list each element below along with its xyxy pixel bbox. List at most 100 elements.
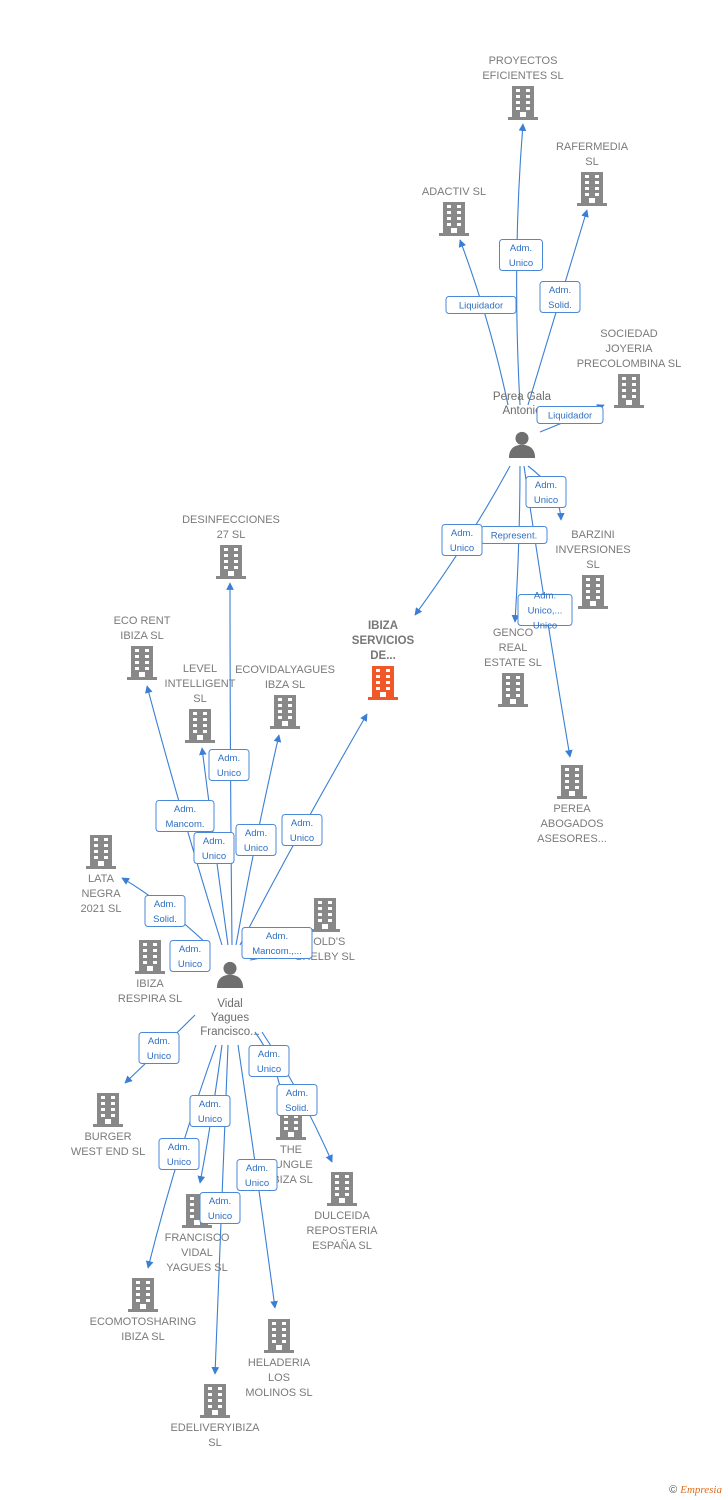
company-node-ibiza_servicios[interactable]: IBIZASERVICIOSDE... [352,620,415,700]
edge-label-vidal-level[interactable]: Adm.Unico [193,832,235,864]
edge-label-vidal-ibiza_servicios[interactable]: Adm. Unico [281,814,323,846]
edge-label-perea-ibiza_servicios[interactable]: Adm.Unico [441,524,483,556]
edge-labels-layer: Adm.UnicoAdm.Solid.LiquidadorLiquidadorA… [138,239,604,1224]
edge-label-vidal-dulceida[interactable]: Adm.Solid. [276,1084,318,1116]
company-name: FRANCISCO [165,1232,230,1244]
edge-label-text: Solid. [153,914,177,925]
company-name: REAL [499,642,528,654]
company-name: MOLINOS SL [245,1387,312,1399]
brand-logo-text[interactable]: Empresia [680,1484,722,1496]
edge-perea-adactiv [458,239,509,406]
building-icon [86,835,116,869]
edge-label-vidal-desinfecciones[interactable]: Adm.Unico [208,749,250,781]
edge-label-text: Adm. [246,1163,268,1174]
edge-label-vidal-jungle[interactable]: Adm.Unico [248,1045,290,1077]
edge-label-text: Represent. [491,531,537,542]
edge-label-perea-proyectos[interactable]: Adm.Unico [499,239,543,271]
building-icon [185,709,215,743]
company-name: RESPIRA SL [118,993,182,1005]
edge-label-text: Unico [534,495,558,506]
edge-label-perea-barzini[interactable]: Adm. Unico [525,476,567,508]
edge-label-perea-perea_abogados[interactable]: Adm.Unico,...Unico [517,591,573,632]
company-name: ESTATE SL [484,657,542,669]
company-name: 27 SL [217,529,246,541]
person-node-vidal[interactable]: VidalYaguesFrancisco... [200,961,260,1038]
building-icon [128,1278,158,1312]
edge-label-perea-rafermedia[interactable]: Adm.Solid. [539,281,581,313]
edge-label-vidal-ecovidal[interactable]: Adm.Unico [235,824,277,856]
company-name: ASESORES... [537,833,607,845]
company-node-perea_abogados[interactable]: PEREAABOGADOSASESORES... [537,765,607,845]
edge-label-vidal-burger[interactable]: Adm.Unico [138,1032,180,1064]
edge-label-text: Adm. [549,285,571,296]
company-name: IBIZA SL [269,1174,312,1186]
edge-label-vidal-heladeria[interactable]: Adm. Unico [236,1159,278,1191]
edge-label-vidal-edelivery[interactable]: Adm.Unico [199,1192,241,1224]
edge-label-vidal-golds[interactable]: Adm.Mancom.,... [241,927,313,959]
company-name: ESPAÑA SL [312,1239,372,1252]
edge-label-vidal-francisco[interactable]: Adm.Unico [189,1095,231,1127]
edge-label-text: Liquidador [548,411,592,422]
edge-label-vidal-ecomoto[interactable]: Adm.Unico [158,1138,200,1170]
edge-label-text: Unico [178,959,202,970]
company-name: PROYECTOS [489,55,558,67]
company-name: LEVEL [183,663,217,675]
edge-label-text: Adm. [451,528,473,539]
copyright-symbol: © [669,1484,678,1496]
edges-layer [121,123,605,1375]
edge-label-text: Adm. [291,818,313,829]
edge-label-text: Adm. [245,828,267,839]
edge-label-text: Adm. [535,480,557,491]
edge-label-text: Unico [245,1178,269,1189]
edge-label-text: Unico [208,1211,232,1222]
building-icon [439,202,469,236]
edge-label-text: Adm. [203,836,225,847]
edge-label-perea-genco[interactable]: Represent. [480,526,548,544]
edge-label-text: Adm. [199,1099,221,1110]
company-name: HELADERIA [248,1357,311,1369]
edge-label-vidal-eco_rent[interactable]: Adm.Mancom. [155,800,215,832]
edge-label-text: Unico [217,768,241,779]
edge-label-perea-sociedad[interactable]: Liquidador [536,406,604,424]
edge-label-text: Unico,... [528,606,563,617]
building-icon [557,765,587,799]
company-name: YAGUES SL [166,1262,228,1274]
edge-label-vidal-lata[interactable]: Adm.Solid. [144,895,186,927]
edge-label-vidal-ibiza_respira[interactable]: Adm.Unico [169,940,211,972]
company-name: 2021 SL [81,903,122,915]
building-icon [270,695,300,729]
company-name: BURGER [84,1131,131,1143]
building-icon [135,940,165,974]
company-name: PRECOLOMBINA SL [577,358,682,370]
company-name: SL [586,559,599,571]
company-name: NEGRA [81,888,121,900]
edge-label-text: Unico [290,833,314,844]
edge-label-text: Adm. [286,1088,308,1099]
company-node-adactiv[interactable]: ADACTIV SL [422,186,486,236]
edge-label-text: Unico [533,621,557,632]
building-icon [498,673,528,707]
building-icon [264,1319,294,1353]
edge-label-text: Adm. [258,1049,280,1060]
edge-label-perea-adactiv[interactable]: Liquidador [445,296,517,314]
